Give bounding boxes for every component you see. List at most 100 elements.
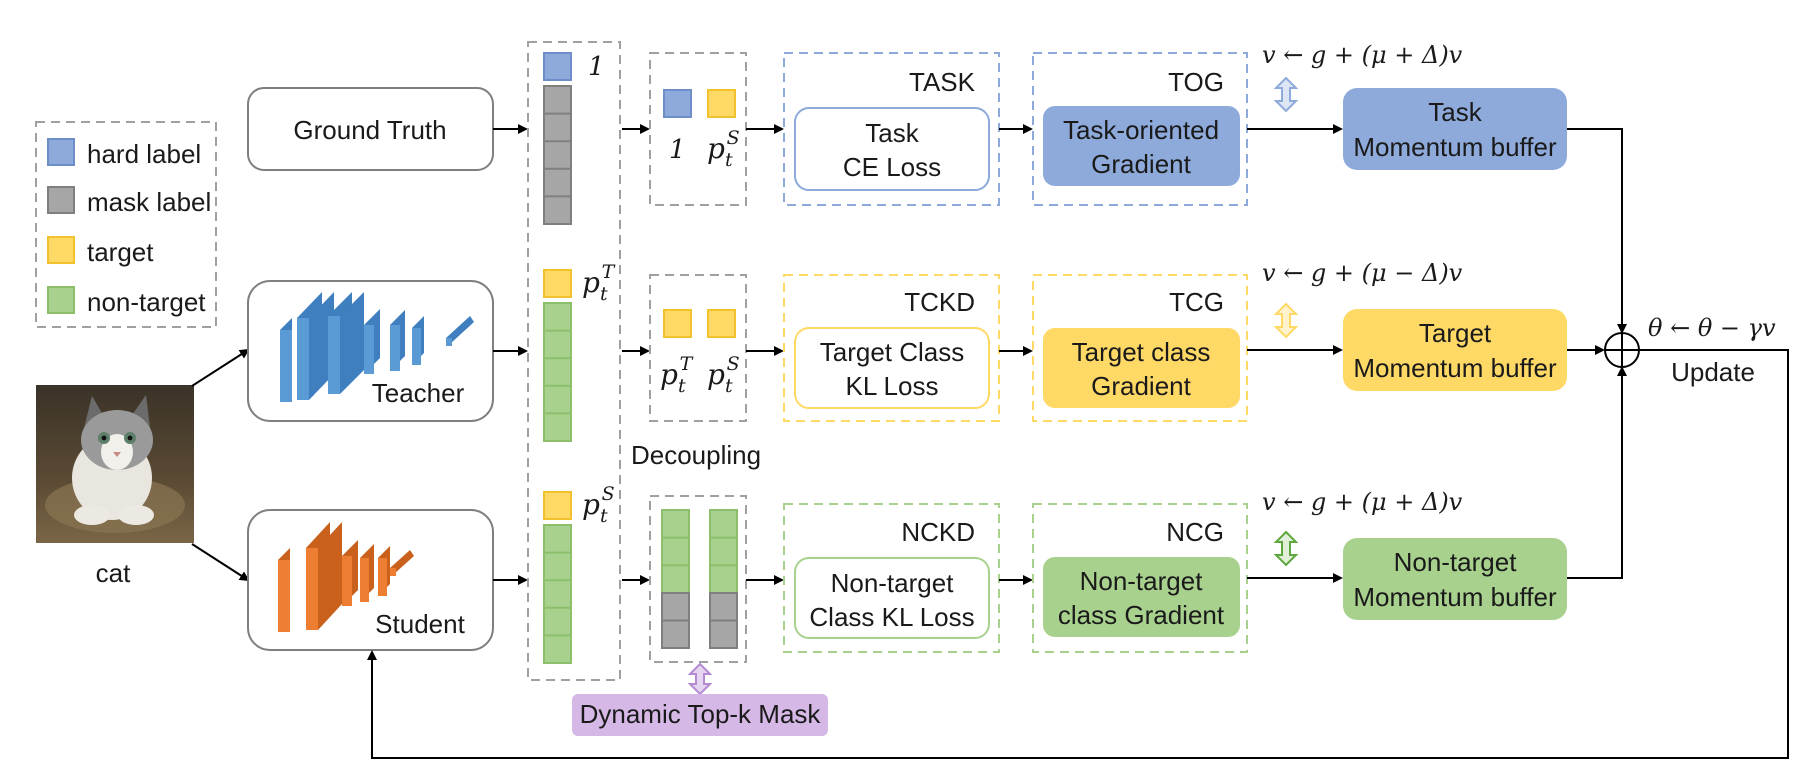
tckd-double-arrow-icon [1273,302,1299,339]
student-network-icon [278,522,414,632]
tog-tag: TOG [1168,67,1224,97]
tckd-loss-line1: Target Class [820,337,965,367]
arrow-image-to-student [191,543,250,582]
task-buffer-line1: Task [1428,97,1482,127]
tckd-loss-line2: KL Loss [846,371,939,401]
nckd-inputs [649,495,747,663]
non-target-class-gradient-box [1043,557,1240,637]
task-buffer-line2: Momentum buffer [1353,132,1557,162]
student-target-cell [543,491,572,520]
legend-non-target: non-target [47,286,206,317]
task-oriented-gradient-box [1043,106,1240,186]
tckd-teacher-prob-label: ptT [660,353,694,397]
nckd-branch: NCKD Non-target Class KL Loss [783,503,1000,653]
ncg-line1: Non-target [1080,566,1204,596]
legend-hard-label-text: hard label [87,139,201,169]
dynamic-topk-mask-box: Dynamic Top-k Mask [572,694,828,736]
target-class-gradient-box [1043,328,1240,408]
tog-line2: Gradient [1091,149,1191,179]
nckd-formula: v ← g + (μ + Δ)v [1262,488,1463,516]
tckd-student-target-cell [707,309,736,338]
decoupling-label: Decoupling [631,440,761,470]
task-inputs: 1 ptS [649,52,747,206]
mask-double-arrow-icon [687,662,713,696]
legend-target-text: target [87,237,154,267]
teacher-prob-vector: ptT [543,261,616,442]
legend: hard label mask label target non-target [35,121,217,328]
legend-target: target [47,236,154,267]
hard-label-swatch [47,138,75,166]
tcg-branch: TCG Target class Gradient [1032,274,1248,422]
task-double-arrow-icon [1273,76,1299,113]
task-formula: v ← g + (μ + Δ)v [1262,41,1463,69]
ncg-tag: NCG [1166,517,1224,547]
nckd-tag: NCKD [901,517,975,547]
task-student-target-cell [707,89,736,118]
arrow-task-buffer-to-sum [1567,128,1627,334]
ground-truth-label: Ground Truth [293,115,446,145]
task-loss-line2: CE Loss [843,152,941,182]
task-hard-label-cell [663,89,692,118]
non-target-buffer-line1: Non-target [1394,547,1518,577]
tckd-tag: TCKD [904,287,975,317]
nckd-loss-box [794,557,990,639]
teacher-target-cell [543,269,572,298]
non-target-buffer-line2: Momentum buffer [1353,582,1557,612]
tckd-branch: TCKD Target Class KL Loss [783,274,1000,422]
probability-column: 1 ptT ptS [527,41,621,681]
mask-label-swatch [47,186,75,214]
non-target-swatch [47,286,75,314]
nckd-teacher-cells [661,509,690,649]
tcg-line1: Target class [1072,337,1211,367]
teacher-network-icon [280,292,474,402]
dynamic-topk-mask-label: Dynamic Top-k Mask [580,699,822,729]
update-label: Update [1671,357,1755,387]
teacher-non-target-cells [543,302,572,442]
ncg-line2: class Gradient [1058,600,1225,630]
tckd-student-prob-label: ptS [707,353,740,397]
nckd-student-cells [709,509,738,649]
task-loss-line1: Task [865,118,919,148]
non-target-momentum-buffer: Non-target Momentum buffer [1343,538,1567,620]
nckd-double-arrow-icon [1273,530,1299,567]
teacher-label: Teacher [372,378,465,408]
update-formula: θ ← θ − γv [1648,314,1776,342]
legend-mask-label-text: mask label [87,187,211,217]
arrow-update-to-student [367,349,1789,759]
target-swatch [47,236,75,264]
student-label: Student [375,609,465,639]
cat-image [36,385,194,543]
task-tag: TASK [909,67,976,97]
student-non-target-cells [543,524,572,664]
legend-non-target-text: non-target [87,287,206,317]
tckd-teacher-target-cell [663,309,692,338]
tog-branch: TOG Task-oriented Gradient [1032,52,1248,206]
nckd-loss-line1: Non-target [831,568,955,598]
task-ce-loss-box [794,107,990,191]
task-student-prob-label: ptS [707,127,740,171]
task-momentum-buffer: Task Momentum buffer [1343,88,1567,170]
gt-label-vector: 1 [543,52,605,225]
task-one-label: 1 [669,135,686,165]
arrow-image-to-teacher [191,348,250,387]
student-prob-label: ptS [582,483,615,527]
target-buffer-line1: Target [1419,318,1492,348]
arrow-nontarget-buffer-to-sum [1567,366,1627,579]
tcg-line2: Gradient [1091,371,1191,401]
tcg-tag: TCG [1169,287,1224,317]
nckd-loss-line2: Class KL Loss [809,602,974,632]
ncg-branch: NCG Non-target class Gradient [1032,503,1248,653]
gt-hard-label-cell [543,52,572,81]
task-branch: TASK Task CE Loss [783,52,1000,206]
ground-truth-box: Ground Truth [247,87,494,171]
student-box: Student [247,509,494,651]
gt-mask-cells [543,85,572,225]
student-prob-vector: ptS [543,483,615,664]
legend-mask-label: mask label [47,186,211,217]
gt-one-label: 1 [588,52,605,82]
teacher-prob-label: ptT [582,261,616,305]
image-label: cat [96,558,131,588]
sum-node-icon [1604,332,1640,368]
teacher-box: Teacher [247,280,494,422]
tckd-formula: v ← g + (μ − Δ)v [1262,259,1463,287]
